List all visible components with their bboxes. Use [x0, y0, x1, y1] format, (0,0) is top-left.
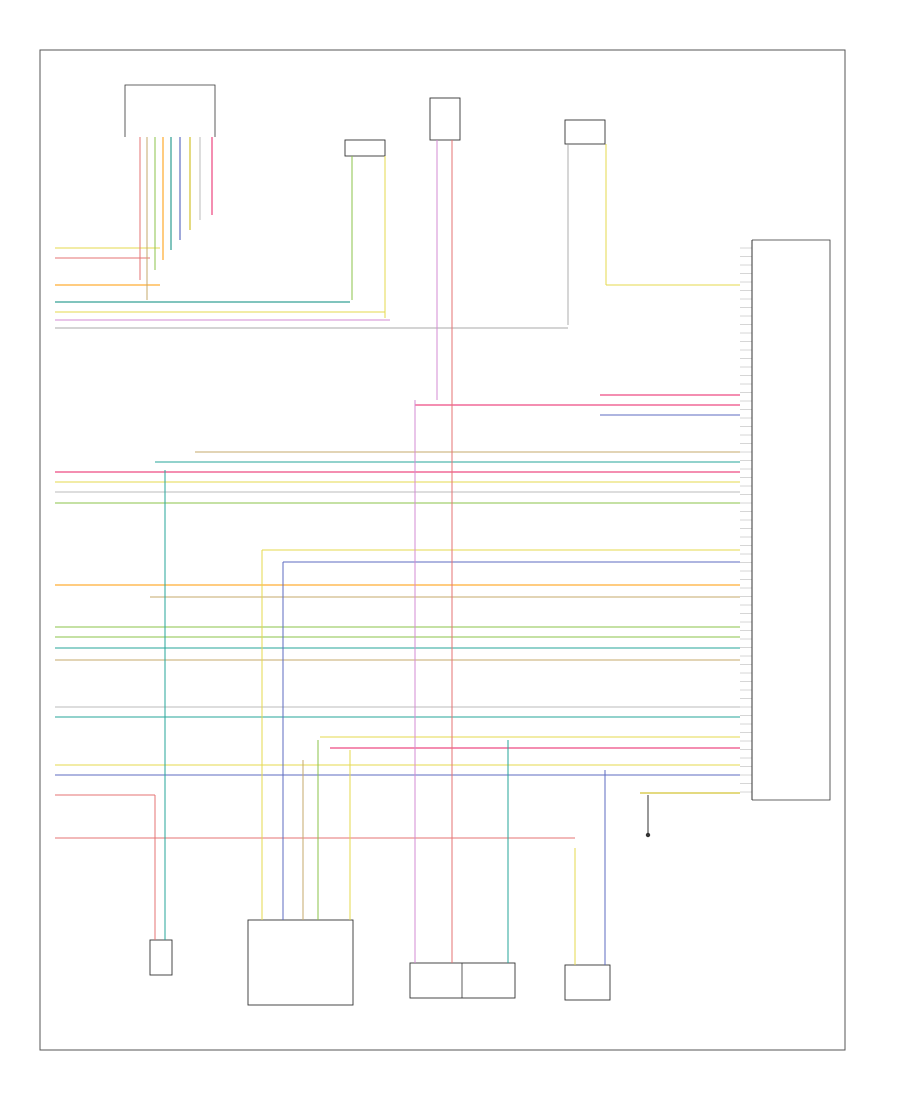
knock-sensor [149, 470, 173, 976]
fuel-pump-module-connector [124, 84, 216, 300]
powertrain-control-module [751, 239, 831, 801]
diagram-frame [39, 49, 846, 1051]
fuel-rail-pressure-sensor [344, 139, 386, 318]
clutch-pedal-position-switch [564, 770, 611, 1001]
accelerator-pedal-position-sensor [247, 550, 354, 1006]
intake-air-temperature-sensor [429, 97, 461, 860]
throttle-position-sensor [564, 119, 740, 325]
wire-layer [55, 247, 752, 839]
brake-pedal-position-switch [409, 400, 516, 999]
ground-point [645, 795, 651, 838]
